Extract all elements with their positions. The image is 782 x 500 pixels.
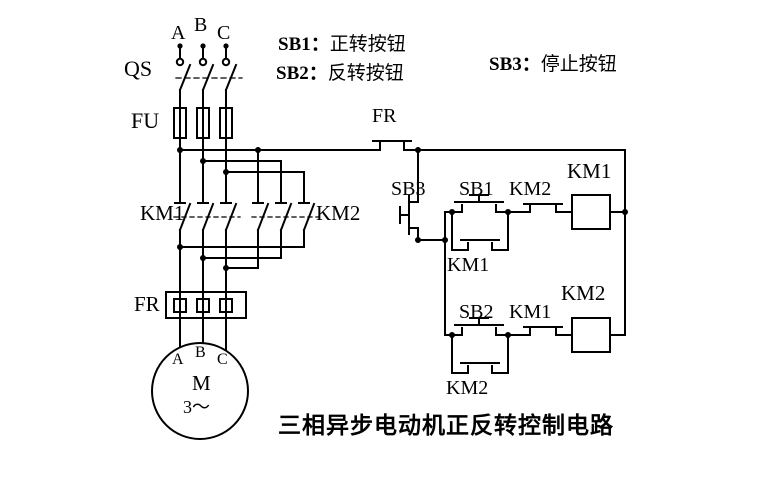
fr-nc-contact — [372, 140, 412, 151]
fuse-symbols — [173, 107, 233, 139]
qs-label: QS — [124, 56, 153, 81]
motor-phase-count-label: 3～ — [183, 397, 210, 417]
legend-sb1-desc: 正转按钮 — [329, 34, 406, 55]
sb2-reverse-button-symbol — [454, 317, 504, 336]
motor-symbol — [151, 342, 249, 440]
legend-sb3-desc: 停止按钮 — [540, 54, 617, 75]
sb3-label: SB3 — [391, 178, 426, 200]
motor-phase-c-label: C — [217, 351, 228, 368]
km2-selfhold-label: KM2 — [446, 377, 489, 399]
diagram-title: 三相异步电动机正反转控制电路 — [278, 413, 614, 438]
km2-main-contacts — [251, 202, 319, 232]
legend-sb3: SB3：停止按钮 — [489, 55, 617, 74]
fr-control-label: FR — [372, 105, 397, 127]
phase-label-c: C — [217, 22, 231, 44]
km1-coil-label: KM1 — [567, 159, 612, 183]
fr-main-label: FR — [134, 292, 160, 316]
legend-sb2: SB2：反转按钮 — [276, 64, 404, 83]
phase-label-a: A — [171, 22, 186, 44]
km2-interlock-label: KM2 — [509, 178, 552, 200]
km1-selfhold-label: KM1 — [447, 254, 490, 276]
sb2-label: SB2 — [459, 301, 494, 323]
phase-label-b: B — [194, 14, 208, 36]
motor-phase-a-label: A — [172, 351, 184, 368]
km2-main-label: KM2 — [316, 201, 361, 225]
legend-sb2-desc: 反转按钮 — [327, 63, 404, 84]
km2-selfhold-contact — [460, 362, 500, 374]
sb1-forward-button-symbol — [454, 194, 504, 213]
km2-branch-wires — [202, 149, 305, 204]
sb1-label: SB1 — [459, 178, 494, 200]
km1-interlock-contact — [523, 326, 563, 336]
legend-sb3-key: SB3： — [489, 54, 541, 75]
km2-interlock-contact — [523, 203, 563, 213]
km1-main-label: KM1 — [140, 201, 185, 225]
phase-crossover-wires — [179, 229, 305, 269]
km2-coil — [571, 317, 611, 353]
km1-main-contacts — [173, 202, 241, 232]
legend-sb2-key: SB2： — [276, 63, 328, 84]
legend-sb1-key: SB1： — [278, 34, 330, 55]
sb3-stop-button-symbol — [399, 195, 419, 235]
motor-m-label: M — [192, 371, 211, 395]
km2-coil-label: KM2 — [561, 281, 606, 305]
thermal-relay-heater — [165, 291, 247, 319]
km1-selfhold-contact — [460, 239, 500, 251]
motor-phase-b-label: B — [195, 344, 206, 361]
fu-label: FU — [131, 108, 160, 133]
qs-switch-symbol — [175, 57, 243, 92]
km1-interlock-label: KM1 — [509, 301, 552, 323]
junction-dots — [177, 43, 628, 338]
legend-sb1: SB1：正转按钮 — [278, 35, 406, 54]
km1-coil — [571, 194, 611, 230]
